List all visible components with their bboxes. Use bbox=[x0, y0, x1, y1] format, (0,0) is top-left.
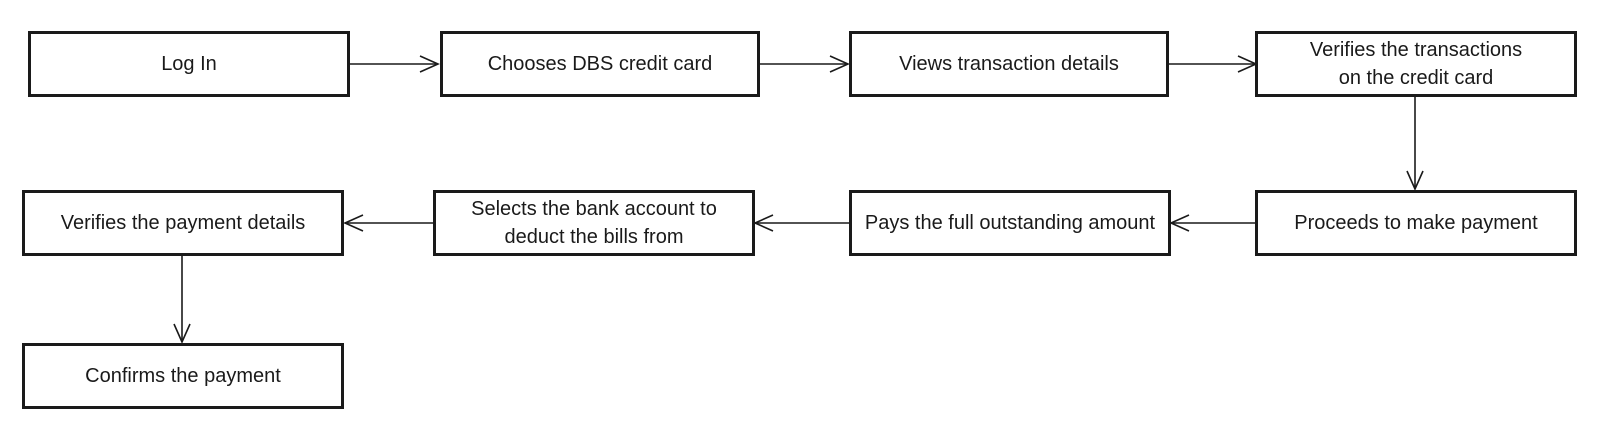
edge-login-to-choose-card bbox=[350, 55, 440, 73]
node-confirm-payment: Confirms the payment bbox=[22, 343, 344, 409]
node-view-transactions: Views transaction details bbox=[849, 31, 1169, 97]
edge-select-account-to-verify-payment bbox=[343, 214, 433, 232]
edge-pay-full-to-select-account bbox=[753, 214, 849, 232]
edge-proceed-payment-to-pay-full bbox=[1169, 214, 1255, 232]
node-log-in: Log In bbox=[28, 31, 350, 97]
edge-choose-card-to-view-transactions bbox=[760, 55, 850, 73]
edge-verify-payment-to-confirm-payment bbox=[173, 256, 191, 344]
edge-view-transactions-to-verify-transactions bbox=[1169, 55, 1258, 73]
node-pay-full: Pays the full outstanding amount bbox=[849, 190, 1171, 256]
node-proceed-payment: Proceeds to make payment bbox=[1255, 190, 1577, 256]
node-choose-card: Chooses DBS credit card bbox=[440, 31, 760, 97]
node-verify-payment: Verifies the payment details bbox=[22, 190, 344, 256]
node-verify-transactions: Verifies the transactions on the credit … bbox=[1255, 31, 1577, 97]
edge-verify-transactions-to-proceed-payment bbox=[1406, 97, 1424, 191]
node-select-account: Selects the bank account to deduct the b… bbox=[433, 190, 755, 256]
